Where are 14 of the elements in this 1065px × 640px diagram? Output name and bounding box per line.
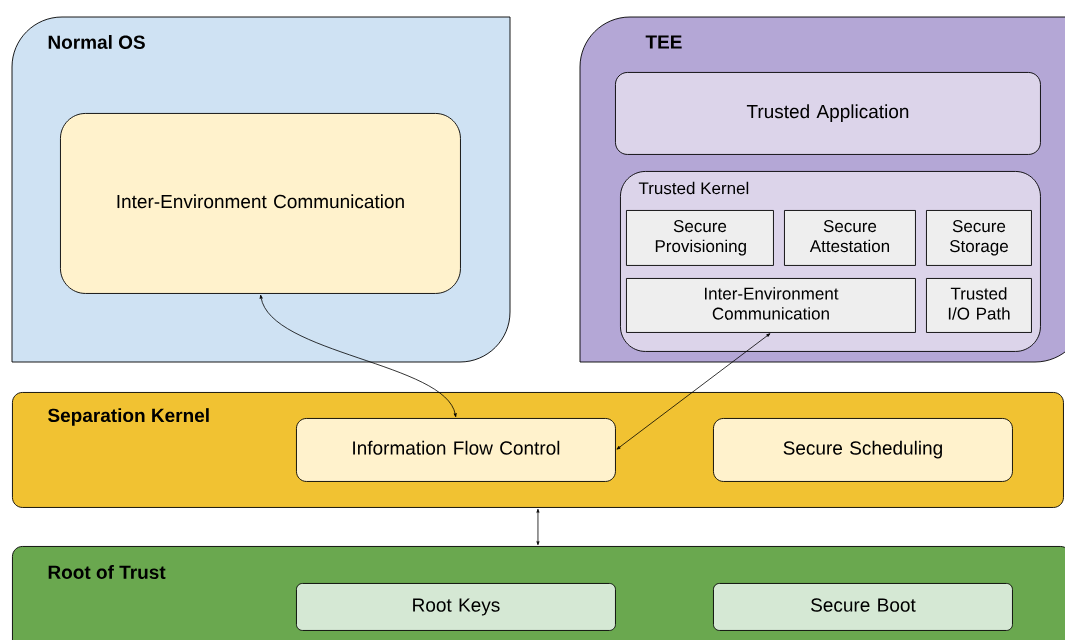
- service-box: Trusted I/O Path: [926, 278, 1032, 333]
- service-box: Inter-Environment Communication: [626, 278, 916, 333]
- arrow: [259, 294, 457, 418]
- component-box: Root Keys: [296, 583, 616, 631]
- component-box: Inter-Environment Communication: [60, 113, 461, 294]
- component-box: Secure Boot: [713, 583, 1013, 631]
- service-box: Secure Storage: [926, 210, 1032, 266]
- arrow: [536, 508, 540, 546]
- component-box: Trusted Application: [615, 72, 1041, 155]
- component-box: Information Flow Control: [296, 418, 616, 482]
- service-box: Secure Attestation: [784, 210, 916, 266]
- component-box: Secure Scheduling: [713, 418, 1013, 482]
- arrow: [616, 333, 771, 450]
- service-box: Secure Provisioning: [626, 210, 774, 266]
